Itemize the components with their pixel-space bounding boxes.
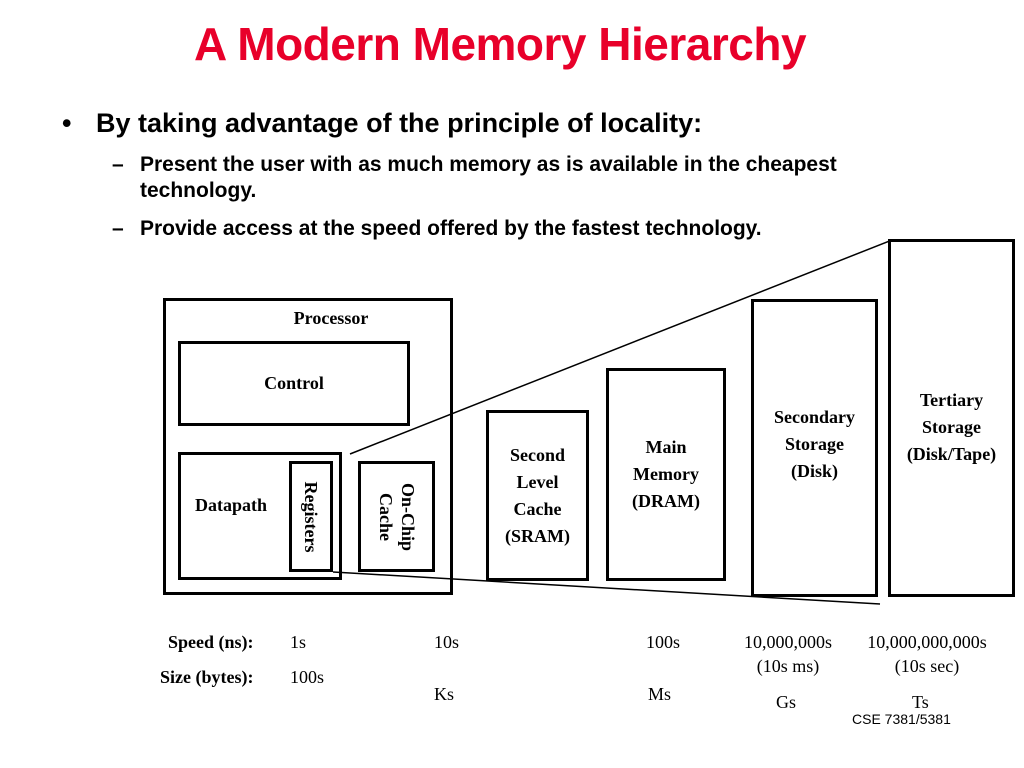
speed-label: Speed (ns): — [168, 632, 254, 652]
size-second-level: Ks — [434, 684, 455, 704]
main-memory-box: Main Memory (DRAM) — [606, 368, 726, 581]
main-memory-line: (DRAM) — [632, 491, 700, 511]
control-box: Control — [178, 341, 410, 426]
speed-second-level: 10s — [434, 632, 460, 652]
onchip-cache-box: On-Chip Cache — [358, 461, 435, 572]
sub-bullet-dash: – — [112, 153, 124, 176]
second-level-line: Second — [509, 444, 565, 465]
datapath-label: Datapath — [195, 495, 268, 515]
secondary-storage-box: Secondary Storage (Disk) — [751, 299, 878, 597]
sub-bullet-text: Provide access at the speed offered by t… — [140, 217, 762, 240]
onchip-cache-line: On-Chip — [397, 482, 418, 551]
speed-registers: 1s — [290, 632, 307, 652]
onchip-cache-line: Cache — [375, 492, 396, 541]
registers-label: Registers — [301, 481, 321, 552]
bullet-symbol: • — [62, 108, 72, 138]
sub-bullet-1: – Present the user with as much memory a… — [112, 152, 912, 204]
processor-label: Processor — [293, 308, 369, 328]
size-tertiary: Ts — [912, 692, 929, 712]
page-title: A Modern Memory Hierarchy — [193, 18, 807, 70]
bullet-main: • By taking advantage of the principle of… — [62, 106, 982, 140]
speed-tertiary-value: 10,000,000,000s — [867, 632, 987, 652]
registers-box: Registers — [289, 461, 333, 572]
secondary-line: Secondary — [774, 407, 855, 427]
secondary-line: Storage — [785, 434, 844, 454]
secondary-line: (Disk) — [790, 461, 838, 481]
speed-secondary-value: 10,000,000s — [743, 632, 832, 652]
tertiary-line: (Disk/Tape) — [906, 444, 997, 464]
size-main-memory: Ms — [648, 684, 672, 704]
control-label: Control — [264, 373, 324, 393]
tertiary-line: Storage — [922, 417, 981, 437]
tertiary-line: Tertiary — [919, 390, 984, 410]
size-registers: 100s — [290, 667, 325, 687]
size-label: Size (bytes): — [160, 667, 254, 687]
speed-main-memory: 100s — [646, 632, 681, 652]
sub-bullet-2: – Provide access at the speed offered by… — [112, 216, 912, 242]
second-level-line: (SRAM) — [505, 525, 570, 546]
speed-tertiary: 10,000,000,000s (10s sec) — [847, 630, 1007, 678]
size-secondary: Gs — [776, 692, 797, 712]
bullet-main-text: By taking advantage of the principle of … — [96, 108, 703, 138]
main-memory-line: Main — [645, 437, 687, 457]
sub-bullet-dash: – — [112, 217, 124, 240]
second-level-cache-box: Second Level Cache (SRAM) — [486, 410, 589, 581]
second-level-line: Level — [516, 471, 559, 492]
footer-course-code: CSE 7381/5381 — [852, 711, 951, 727]
tertiary-storage-box: Tertiary Storage (Disk/Tape) — [888, 239, 1015, 597]
sub-bullet-text: Present the user with as much memory as … — [140, 153, 837, 202]
second-level-line: Cache — [513, 498, 562, 519]
speed-secondary-note: (10s ms) — [756, 656, 820, 676]
speed-secondary: 10,000,000s (10s ms) — [718, 630, 858, 678]
onchip-cache-label: On-Chip Cache — [375, 482, 419, 550]
main-memory-line: Memory — [633, 464, 699, 484]
speed-tertiary-note: (10s sec) — [894, 656, 960, 676]
